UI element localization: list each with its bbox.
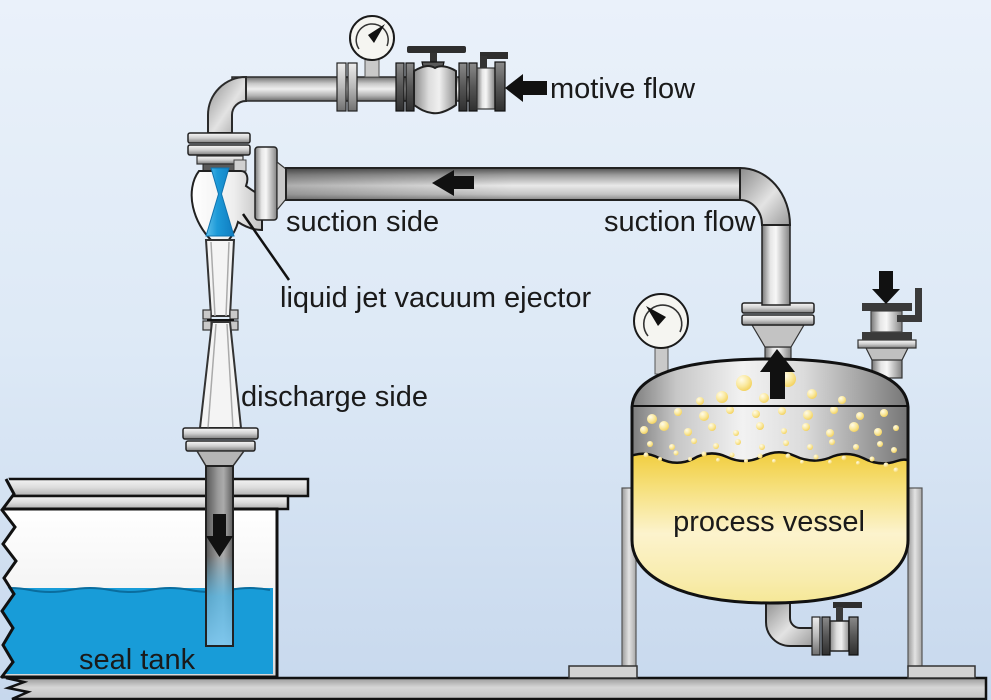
seal-tank: seal tank bbox=[0, 477, 310, 679]
drain-end-flange bbox=[848, 616, 859, 656]
suction-elbow bbox=[739, 166, 792, 226]
motive-globe-valve bbox=[395, 46, 478, 115]
vessel-foot-right bbox=[907, 665, 976, 679]
drain-flange bbox=[821, 616, 831, 656]
discharge-pipe-outline bbox=[205, 465, 234, 647]
vent-lower-plate bbox=[862, 332, 912, 340]
vessel-outline bbox=[630, 357, 910, 605]
suction-flange-cylinder bbox=[254, 146, 278, 221]
throat-joint-lug bbox=[202, 309, 212, 320]
ejector-top-flange bbox=[187, 132, 251, 144]
vent-flange-slab bbox=[857, 339, 917, 349]
motive-flow-piping bbox=[207, 15, 547, 134]
vent-valve-lever bbox=[915, 288, 922, 322]
tube-wall-line bbox=[207, 323, 217, 429]
throat-joint-lug bbox=[229, 309, 239, 320]
discharge-flange bbox=[185, 440, 256, 452]
gauge-needle bbox=[646, 306, 666, 326]
vessel-outlet-arrow-up bbox=[760, 349, 795, 399]
discharge-arrow-down bbox=[206, 514, 233, 557]
motive-flow-label: motive flow bbox=[550, 73, 696, 105]
tank-rim-lower bbox=[1, 494, 290, 511]
throat-joint-lug bbox=[202, 320, 212, 331]
drain-valve-handle bbox=[833, 602, 862, 608]
drain-valve-stem bbox=[836, 607, 843, 622]
labels: motive flow suction side suction flow li… bbox=[241, 73, 757, 413]
gauge-needle bbox=[368, 24, 385, 43]
valve-flange bbox=[458, 62, 468, 112]
process-vessel-label: process vessel bbox=[673, 506, 865, 538]
vent-valve-handle bbox=[897, 315, 919, 322]
valve-flange bbox=[468, 62, 478, 112]
tank-torn-edge bbox=[0, 478, 18, 679]
vessel-supports bbox=[568, 487, 976, 679]
vessel-flange bbox=[741, 314, 815, 326]
tube-wall-line bbox=[210, 241, 216, 317]
tube-wall-line bbox=[226, 323, 234, 429]
vent-valve-assembly bbox=[857, 271, 922, 379]
motive-inlet-spool bbox=[476, 52, 508, 112]
bubbles bbox=[640, 371, 899, 473]
vent-neck bbox=[865, 347, 909, 361]
discharge-side-label: discharge side bbox=[241, 381, 428, 413]
ejector-label: liquid jet vacuum ejector bbox=[280, 282, 591, 314]
tank-rim-upper bbox=[1, 477, 310, 498]
ejector-top-flange bbox=[187, 144, 251, 156]
ground bbox=[3, 676, 988, 700]
vessel-leg-right bbox=[907, 487, 923, 669]
drain-elbow bbox=[765, 597, 815, 647]
vent-upper-plate bbox=[862, 303, 912, 311]
discharge-pipe-blue bbox=[206, 556, 233, 646]
motive-pressure-gauge bbox=[349, 15, 395, 78]
end-flange bbox=[494, 61, 506, 112]
pipe-flange bbox=[336, 62, 347, 112]
ejector-jet-nozzle bbox=[205, 167, 235, 237]
vessel-foot-left bbox=[568, 665, 638, 679]
ejector-assembly bbox=[182, 132, 741, 647]
drain-flange bbox=[811, 616, 821, 656]
ejector-pointer-line bbox=[241, 213, 291, 281]
valve-flange bbox=[405, 62, 415, 112]
valve-body bbox=[413, 65, 457, 115]
valve-stem bbox=[430, 53, 437, 63]
pipe-flange bbox=[347, 62, 358, 112]
gauge-dial-arc bbox=[642, 304, 683, 337]
suction-pipe-shading bbox=[286, 168, 740, 200]
tube-wall-line bbox=[225, 241, 230, 317]
body-bolt bbox=[233, 159, 247, 172]
suction-vertical-pipe bbox=[761, 224, 791, 306]
suction-flow-arrow-left bbox=[432, 170, 474, 196]
drain-valve-body bbox=[829, 620, 850, 652]
motive-flow-arrow-left bbox=[505, 74, 547, 102]
valve-handwheel bbox=[407, 46, 466, 53]
discharge-flange bbox=[182, 427, 259, 440]
motive-elbow bbox=[207, 75, 247, 134]
gauge-dial-arc bbox=[355, 23, 389, 50]
vent-inlet-arrow-down bbox=[872, 271, 900, 304]
valve-flange bbox=[395, 62, 405, 112]
petcock-handle bbox=[480, 52, 508, 59]
seal-tank-label: seal tank bbox=[79, 644, 196, 676]
vessel-drain-piping bbox=[765, 597, 862, 656]
ejector-throat-tube bbox=[204, 239, 236, 317]
spool-pipe bbox=[476, 67, 496, 110]
vessel-liquid bbox=[632, 451, 908, 603]
petcock-stem bbox=[480, 56, 487, 72]
suction-flow-label: suction flow bbox=[604, 206, 757, 238]
suction-side-label: suction side bbox=[286, 206, 439, 238]
process-vessel: process vessel bbox=[630, 349, 910, 605]
